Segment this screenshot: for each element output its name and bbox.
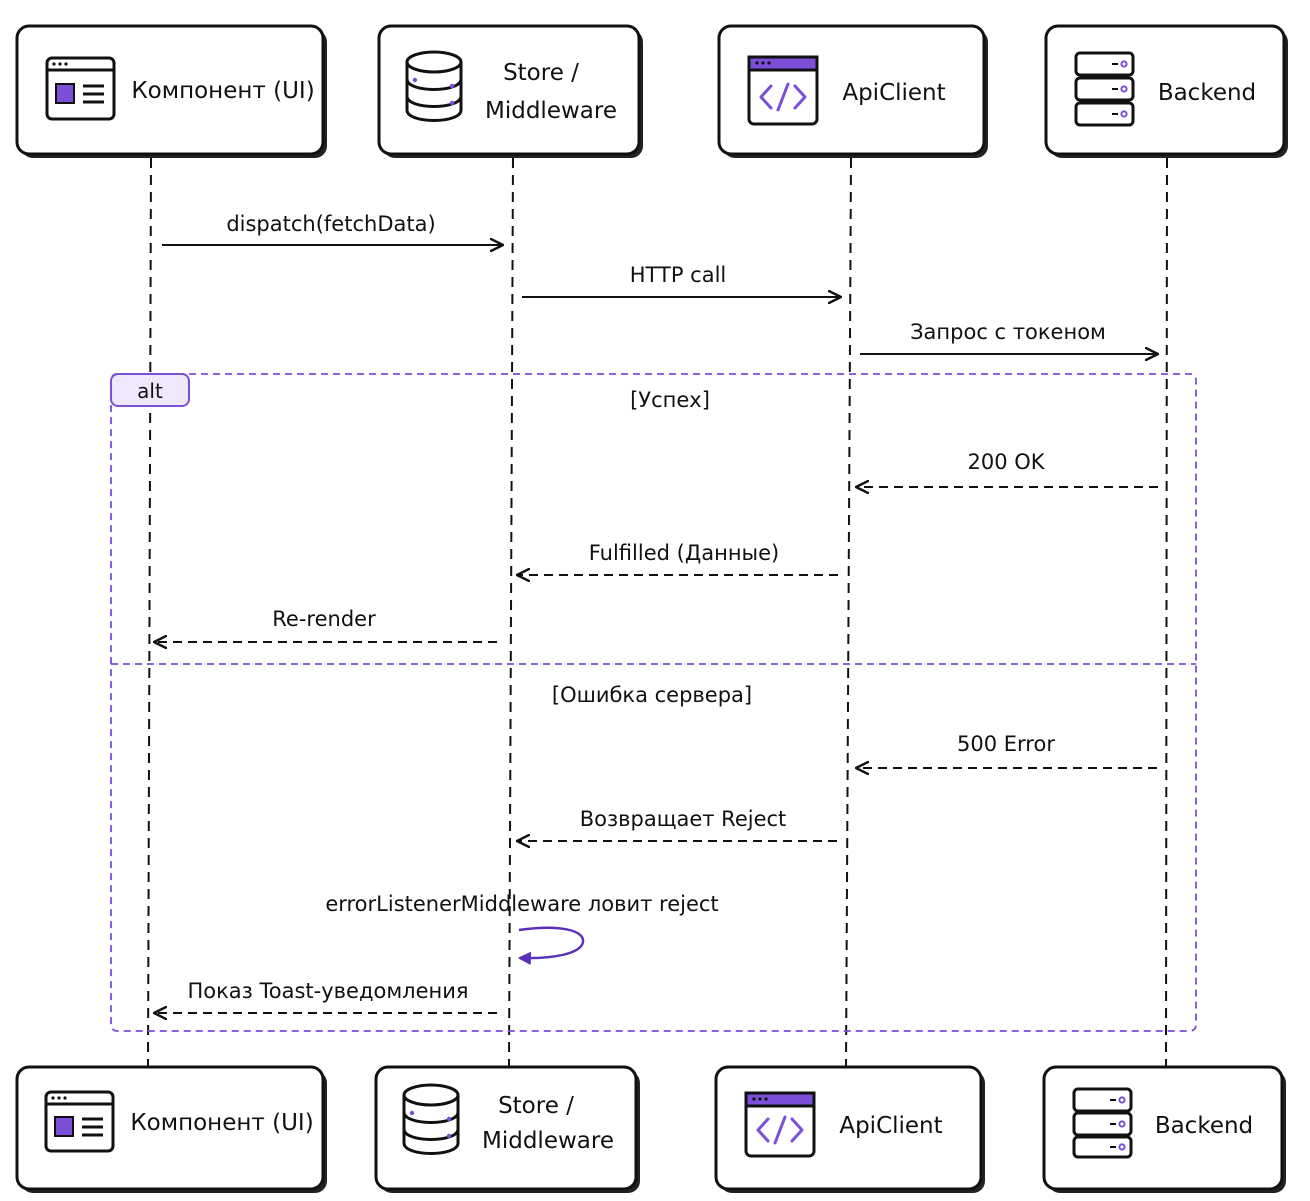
participant-label-store-line1: Store / [503, 60, 579, 86]
alt-guard-error: [Ошибка сервера] [552, 683, 752, 707]
lifeline-ui [147, 157, 152, 1067]
server-stack-icon [1074, 51, 1135, 127]
participant-store-top: Store / Middleware [377, 24, 643, 158]
server-stack-icon [1072, 1087, 1133, 1159]
participant-label-backend: Backend [1158, 80, 1256, 106]
participant-ui-bottom: Компонент (UI) [15, 1065, 327, 1193]
participant-api-top: ApiClient [717, 24, 988, 158]
message-label-dispatch: dispatch(fetchData) [226, 212, 435, 236]
participant-label-api: ApiClient [842, 80, 945, 106]
message-label-re-render: Re-render [272, 607, 376, 631]
participant-label-store-line2: Middleware [482, 1128, 614, 1154]
message-label-toast: Показ Toast-уведомления [187, 979, 468, 1003]
participant-api-bottom: ApiClient [714, 1065, 985, 1193]
alt-fragment: alt [Успех] [Ошибка сервера] [110, 373, 1197, 1032]
message-label-500-error: 500 Error [957, 732, 1055, 756]
alt-tag-label: alt [137, 379, 163, 403]
ui-window-icon [44, 1090, 115, 1153]
participant-label-store-line1: Store / [498, 1093, 574, 1119]
participant-label-ui: Компонент (UI) [130, 1110, 313, 1136]
message-label-http-call: HTTP call [630, 263, 727, 287]
message-label-self-loop: errorListenerMiddleware ловит reject [325, 892, 718, 916]
participant-label-backend: Backend [1155, 1113, 1253, 1139]
message-label-reject: Возвращает Reject [580, 807, 787, 831]
alt-frame [110, 373, 1197, 1032]
participant-label-ui: Компонент (UI) [131, 78, 314, 104]
participant-label-store-line2: Middleware [485, 98, 617, 124]
code-window-icon [744, 1091, 816, 1158]
alt-tag-box [110, 373, 190, 407]
code-window-icon [747, 55, 819, 126]
participant-label-api: ApiClient [839, 1113, 942, 1139]
database-icon [405, 50, 463, 122]
lifelines [147, 157, 1168, 1067]
lifeline-backend [1165, 157, 1168, 1067]
participant-store-bottom: Store / Middleware [374, 1065, 640, 1193]
messages: dispatch(fetchData) HTTP call Запрос с т… [154, 212, 1158, 1013]
message-label-fulfilled: Fulfilled (Данные) [589, 541, 780, 565]
message-label-200-ok: 200 OK [967, 450, 1045, 474]
message-arrow-self-loop [518, 926, 585, 965]
participant-ui-top: Компонент (UI) [15, 24, 327, 158]
lifeline-store [508, 157, 514, 1067]
message-label-token-request: Запрос с токеном [910, 320, 1106, 344]
lifeline-api [845, 157, 852, 1067]
database-icon [402, 1083, 460, 1155]
participant-backend-bottom: Backend [1042, 1065, 1286, 1193]
alt-guard-success: [Успех] [630, 388, 710, 412]
participant-backend-top: Backend [1044, 24, 1288, 158]
ui-window-icon [45, 56, 116, 121]
